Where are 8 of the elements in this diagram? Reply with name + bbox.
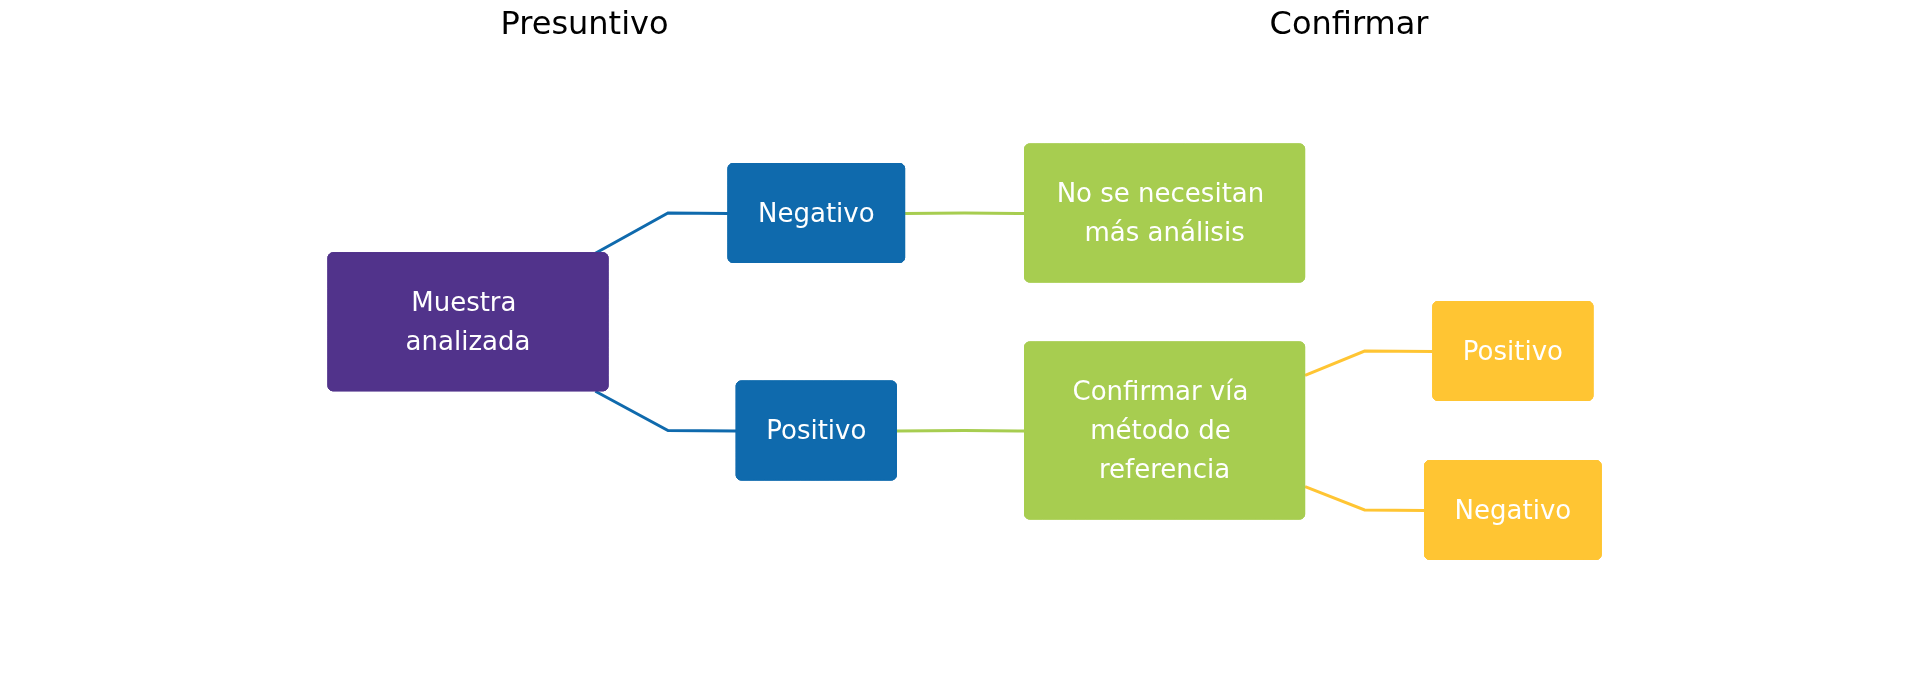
connector — [594, 390, 737, 433]
column-heading: Presuntivo — [500, 4, 669, 42]
connector — [1304, 485, 1425, 513]
connector — [905, 211, 1025, 216]
connector — [1304, 349, 1434, 377]
connector — [594, 211, 729, 255]
connector — [896, 429, 1025, 433]
column-heading: Confirmar — [1269, 4, 1429, 42]
